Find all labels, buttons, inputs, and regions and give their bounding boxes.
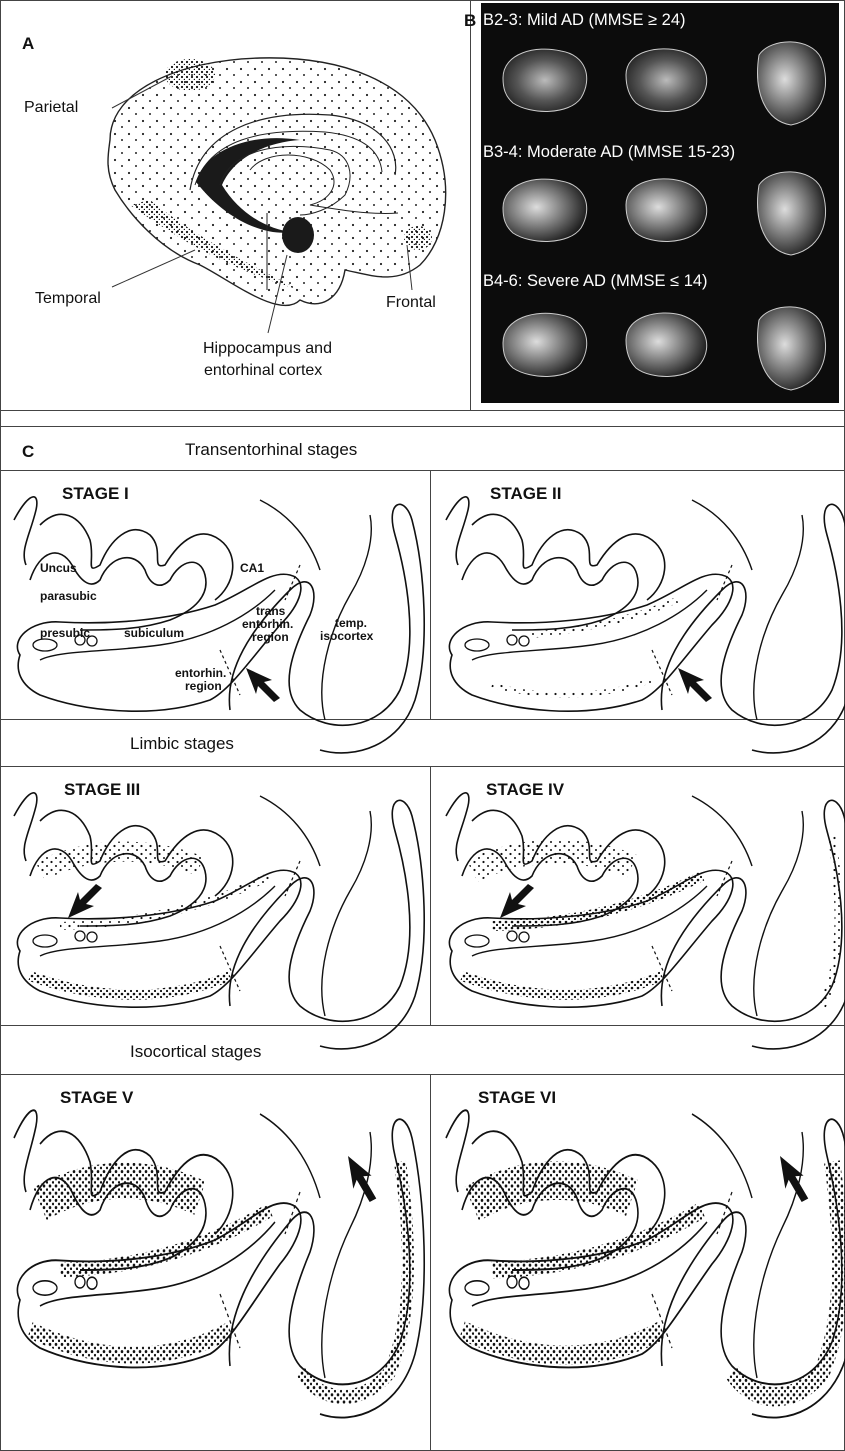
region-temp-2: isocortex <box>320 630 373 643</box>
region-ento-2: region <box>185 680 222 693</box>
region-subiculum: subiculum <box>124 627 184 640</box>
region-uncus: Uncus <box>40 562 77 575</box>
region-ca1: CA1 <box>240 562 264 575</box>
stage-1-title: STAGE I <box>62 484 129 504</box>
stage-5-drawing <box>14 1110 424 1417</box>
stage-2-drawing <box>446 497 845 753</box>
region-trans-3: region <box>252 631 289 644</box>
region-parasubic: parasubic <box>40 590 97 603</box>
stage-3-title: STAGE III <box>64 780 140 800</box>
region-presubic: presubic <box>40 627 90 640</box>
stage-5-title: STAGE V <box>60 1088 133 1108</box>
stage-4-drawing <box>446 793 845 1049</box>
stage-6-title: STAGE VI <box>478 1088 556 1108</box>
stage-3-drawing <box>14 793 424 1049</box>
stage-6-drawing <box>446 1110 845 1417</box>
stage-4-title: STAGE IV <box>486 780 564 800</box>
stage-2-title: STAGE II <box>490 484 561 504</box>
